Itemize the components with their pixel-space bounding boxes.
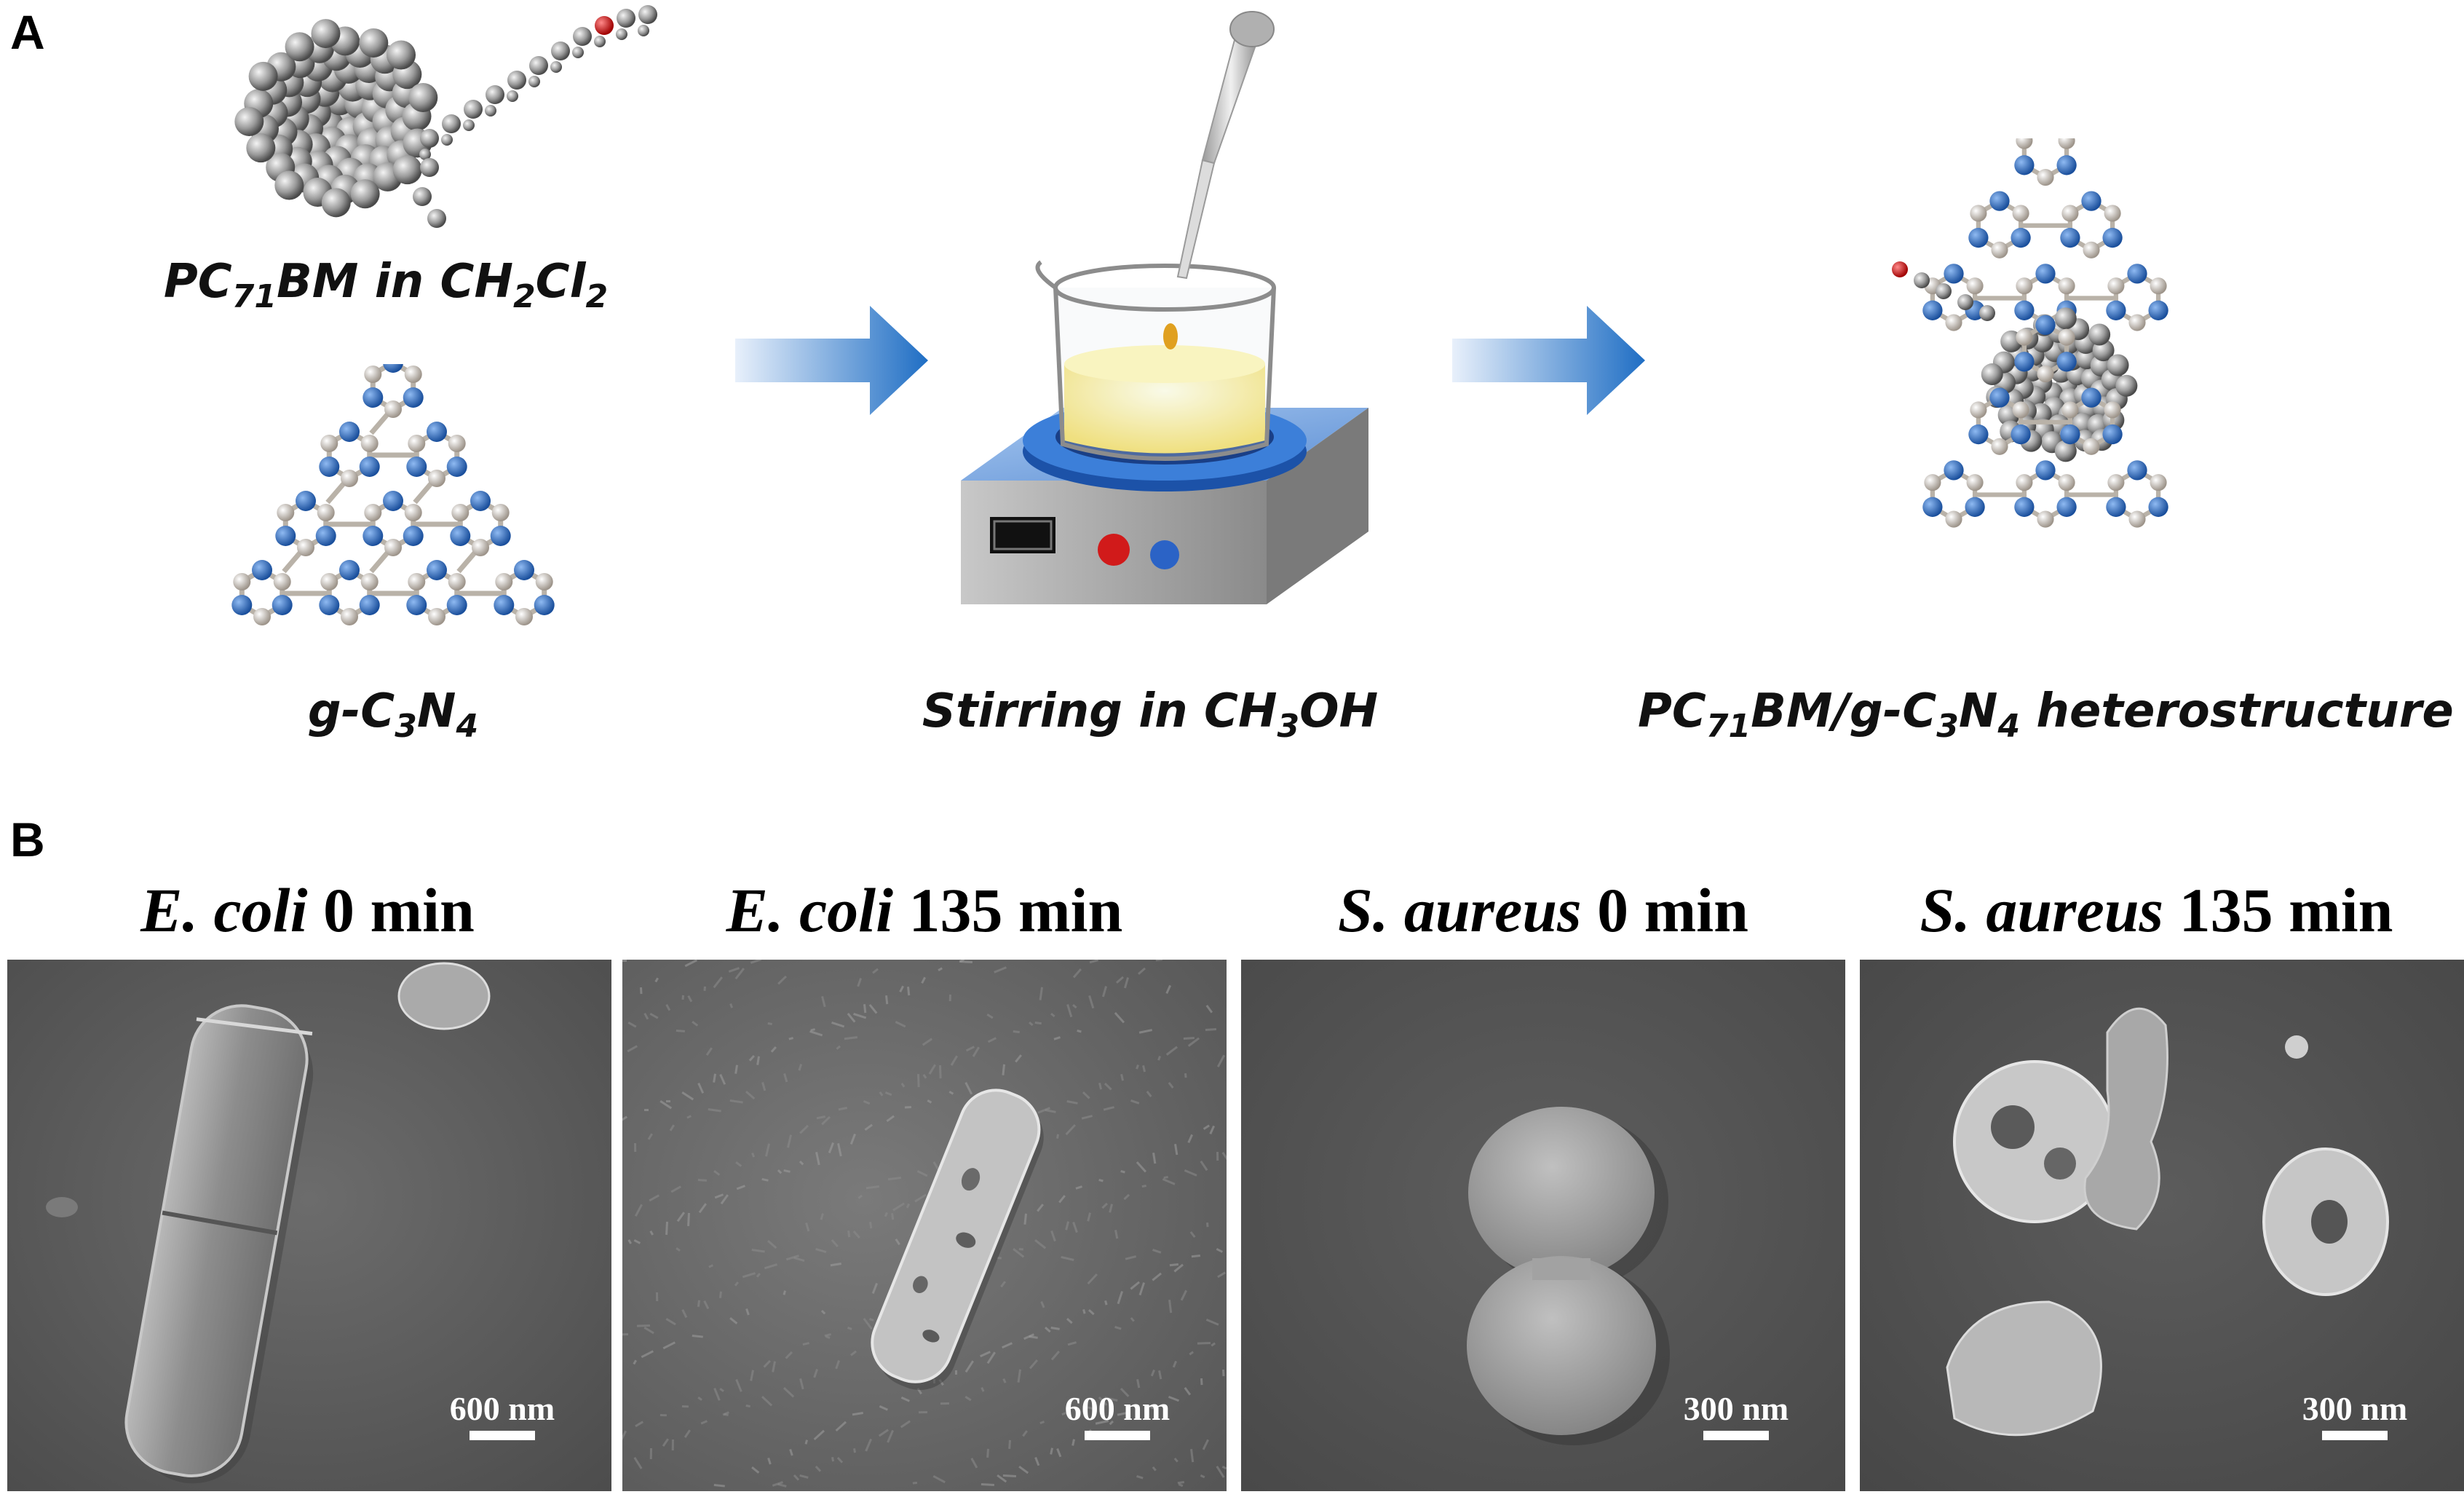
heterostructure-caption: PC71BM/g-C3N4 heterostructure xyxy=(1638,684,2454,745)
panel-b-letter: B xyxy=(10,813,45,866)
scale-bar-ecoli-135: 600 nm xyxy=(1045,1389,1190,1440)
sem-title-ecoli-135: E. coli 135 min xyxy=(726,875,1123,945)
sem-image-saureus-0: 300 nm xyxy=(1241,960,1845,1491)
gcn-caption: g-C3N4 xyxy=(307,684,479,745)
process-arrow-2 xyxy=(1452,306,1645,415)
scale-bar-saureus-135: 300 nm xyxy=(2282,1389,2428,1440)
sem-image-ecoli-0: 600 nm xyxy=(7,960,611,1491)
scale-bar-ecoli-0: 600 nm xyxy=(429,1389,575,1440)
pcbm-caption: PC71BM in CH2Cl2 xyxy=(163,255,609,315)
process-arrow-1 xyxy=(735,306,928,415)
pcbm-molecule-illustration xyxy=(234,5,657,228)
sem-image-ecoli-135: 600 nm xyxy=(622,960,1227,1491)
stirring-caption: Stirring in CH3OH xyxy=(922,684,1379,745)
sem-title-saureus-0: S. aureus 0 min xyxy=(1338,875,1748,945)
gcn-lattice-illustration xyxy=(231,364,555,625)
sem-title-saureus-135: S. aureus 135 min xyxy=(1920,875,2393,945)
panel-a-letter: A xyxy=(10,5,45,59)
scale-bar-saureus-0: 300 nm xyxy=(1663,1389,1809,1440)
magnetic-stirrer-illustration xyxy=(961,11,1368,604)
sem-title-ecoli-0: E. coli 0 min xyxy=(140,875,475,945)
sem-image-saureus-135: 300 nm xyxy=(1860,960,2464,1491)
heterostructure-illustration xyxy=(1892,138,2168,528)
